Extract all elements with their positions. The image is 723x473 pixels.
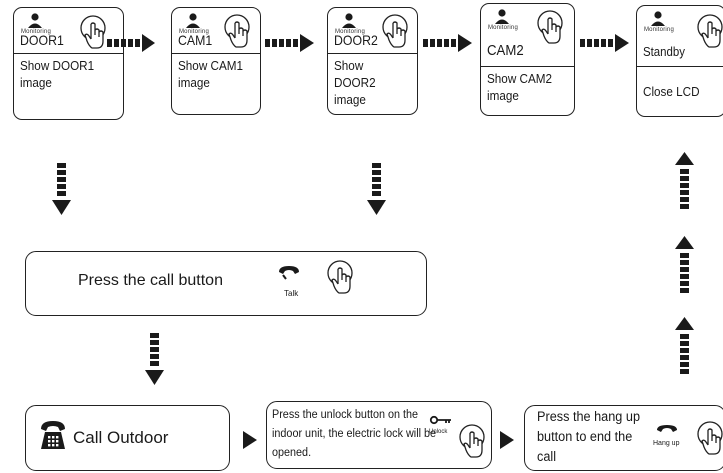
arrow-up-1 <box>675 152 694 209</box>
step-action: Show CAM2 image <box>487 71 553 103</box>
monitor-icon <box>651 11 665 26</box>
step-door2: Monitoring DOOR2 Show DOOR2 image <box>327 7 418 115</box>
touch-hand-icon <box>697 14 723 48</box>
monitor-icon <box>186 13 200 28</box>
touch-hand-icon <box>224 14 250 48</box>
step-text: Press the call button <box>78 272 223 289</box>
arrow-up-3 <box>675 317 694 374</box>
touch-hand-icon <box>327 260 353 294</box>
icon-caption: Talk <box>284 289 299 298</box>
step-action: Show CAM1 image <box>178 58 244 90</box>
talk-handset-icon <box>279 266 299 280</box>
touch-hand-icon <box>537 10 563 44</box>
hang-up-handset-icon <box>657 425 677 432</box>
step-text: Call Outdoor <box>73 428 169 447</box>
touch-hand-icon <box>80 15 106 49</box>
step-label: Standby <box>643 44 685 59</box>
arrow-up-2 <box>675 236 694 293</box>
step-action: Close LCD <box>643 84 700 99</box>
arrow-down-1 <box>52 163 71 215</box>
step-label: DOOR2 <box>334 32 378 48</box>
icon-caption: Monitoring <box>487 25 518 31</box>
step-header <box>14 8 123 54</box>
touch-hand-icon <box>697 421 723 455</box>
icon-caption: Monitoring <box>334 29 365 35</box>
arrow-right-2 <box>265 34 314 52</box>
step-call-outdoor: Call Outdoor <box>25 405 230 471</box>
step-cam1: Monitoring CAM1 Show CAM1 image <box>171 7 261 115</box>
touch-hand-icon <box>459 424 485 458</box>
icon-caption: Unlock <box>429 429 448 435</box>
step-label: DOOR1 <box>20 32 64 48</box>
arrow-down-2 <box>367 163 386 215</box>
monitor-icon <box>28 13 42 28</box>
step-label: CAM1 <box>178 32 213 48</box>
step-door1: Monitoring DOOR1 Show DOOR1 image <box>13 7 124 120</box>
step-hang-up: Press the hang up button to end the call… <box>524 405 723 471</box>
icon-caption: Monitoring <box>178 29 209 35</box>
step-action: Show DOOR2 image <box>334 58 376 107</box>
desk-phone-icon <box>41 421 65 449</box>
icon-caption: Monitoring <box>20 29 51 35</box>
arrow-right-5 <box>243 431 257 449</box>
arrow-right-6 <box>500 431 514 449</box>
step-press-call: Press the call button Talk <box>25 251 427 316</box>
step-cam2: Monitoring CAM2 Show CAM2 image <box>480 3 575 116</box>
icon-caption: Hang up <box>653 440 680 447</box>
step-text: Press the hang up button to end the call <box>537 409 641 464</box>
step-header <box>481 4 574 67</box>
step-text: Press the unlock button on the indoor un… <box>272 409 437 459</box>
monitor-icon <box>495 9 509 24</box>
step-action: Show DOOR1 image <box>20 58 95 90</box>
step-unlock: Press the unlock button on the indoor un… <box>266 401 492 469</box>
step-label: CAM2 <box>487 42 524 59</box>
step-header <box>172 8 260 54</box>
arrow-right-3 <box>423 34 472 52</box>
arrow-right-4 <box>580 34 629 52</box>
touch-hand-icon <box>382 14 408 48</box>
step-header <box>328 8 417 54</box>
monitor-icon <box>342 13 356 28</box>
key-icon <box>429 415 451 425</box>
step-standby: Monitoring Standby Close LCD <box>636 5 723 117</box>
step-header <box>637 6 723 67</box>
icon-caption: Monitoring <box>643 27 674 33</box>
arrow-down-3 <box>145 333 164 385</box>
